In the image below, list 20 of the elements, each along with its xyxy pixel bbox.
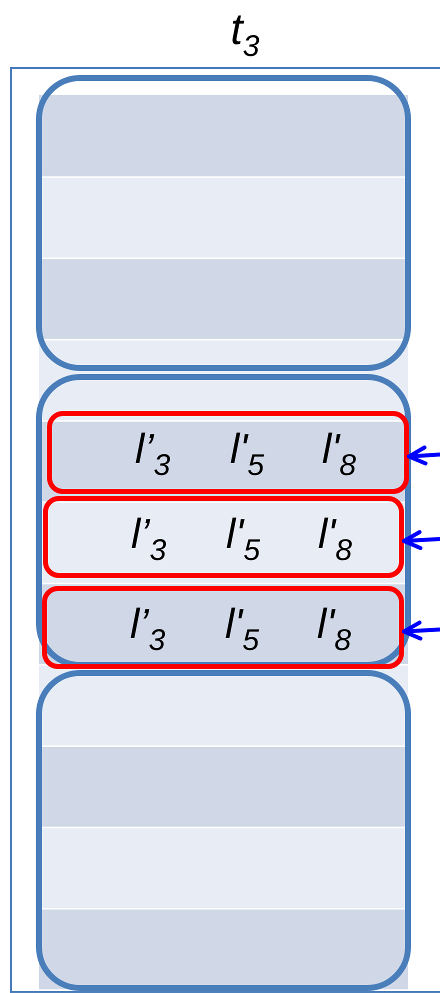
highlight-box [42,586,404,669]
title: t$_{3}$ [230,8,260,62]
rounded-box [36,75,411,371]
variable-label: l'$_{5}$ [226,513,260,566]
variable-label: l'$_{5}$ [225,603,260,656]
variable-label: l’$_{3}$ [135,428,170,481]
variable-label: l’$_{3}$ [131,513,166,566]
arrow [402,620,440,641]
arrow [407,445,440,466]
rounded-box [36,374,411,668]
frame-box [10,67,440,993]
variable-label: l'$_{8}$ [322,428,356,481]
rounded-box [36,670,411,991]
highlight-box [43,496,404,578]
arrow [402,530,440,550]
variable-label: l’$_{3}$ [130,603,166,656]
variable-label: l'$_{8}$ [317,603,352,656]
variable-label: l'$_{5}$ [230,428,264,481]
highlight-box [47,411,409,494]
variable-label: l'$_{8}$ [318,513,352,566]
